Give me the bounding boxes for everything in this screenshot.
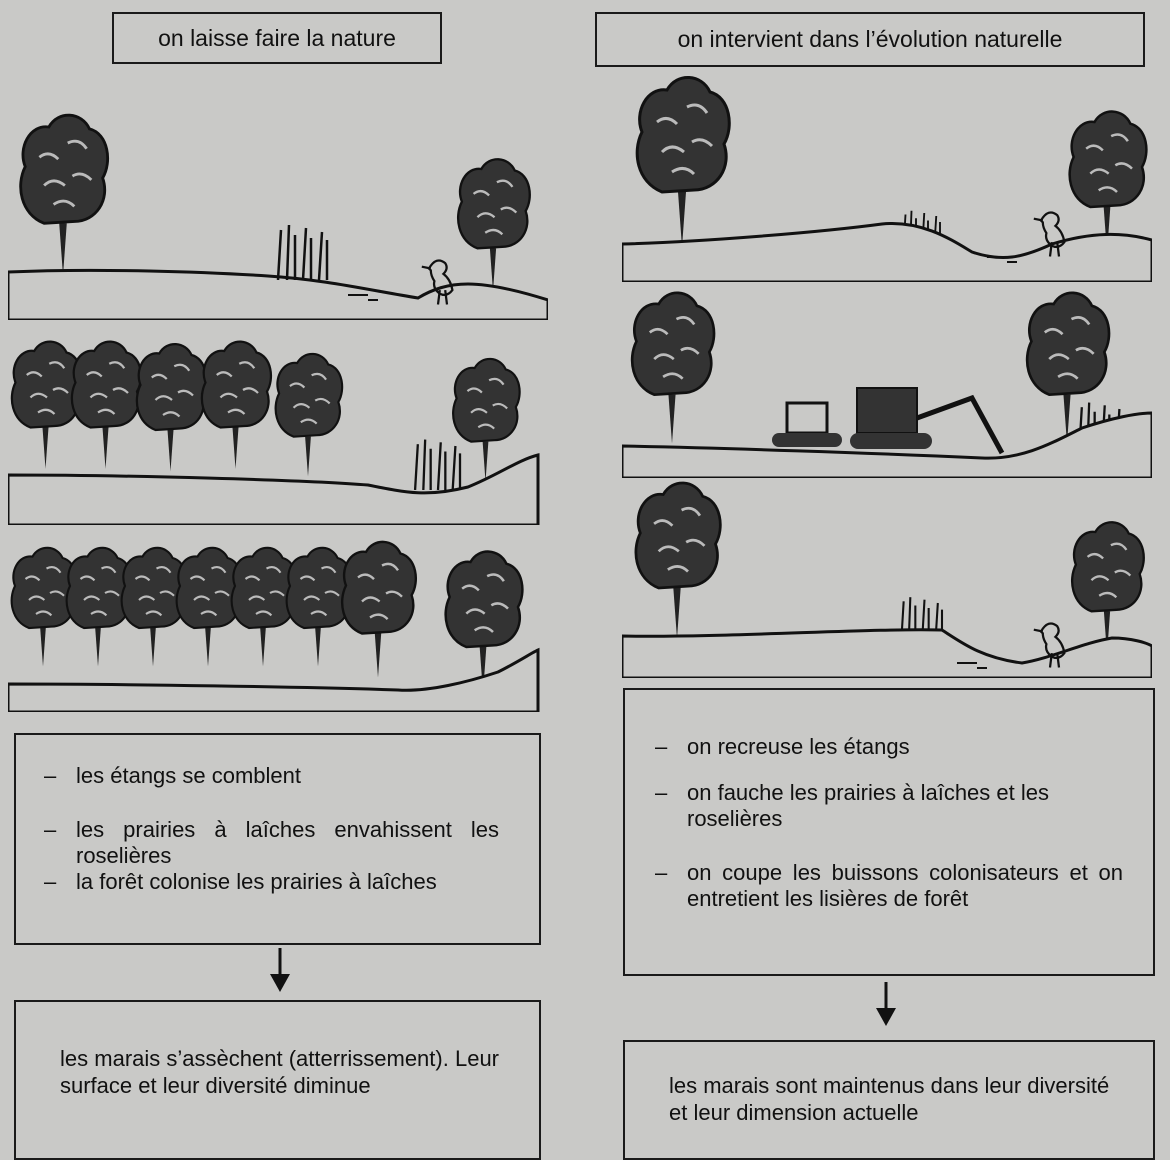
down-arrow-icon: [876, 982, 896, 1026]
excavator-icon: [850, 387, 1005, 455]
list-item: –les prairies à laîches envahissent les …: [44, 817, 499, 868]
right-actions-list: –on recreuse les étangs –on fauche les p…: [643, 734, 1123, 912]
right-result-text: les marais sont maintenus dans leur dive…: [669, 1073, 1110, 1125]
list-item: –les étangs se comblent: [44, 763, 302, 788]
scene-right-3-illustration: [622, 481, 1152, 678]
left-result-box: les marais s’assèchent (atterrissement).…: [14, 1000, 541, 1160]
left-effects-list: –les étangs se comblent –les prairies à …: [32, 763, 499, 895]
scene-right-1-illustration: [622, 75, 1152, 282]
header-right-label: on intervient dans l’évolution naturelle: [677, 26, 1063, 52]
left-effects-box: –les étangs se comblent –les prairies à …: [14, 733, 541, 945]
left-result-text: les marais s’assèchent (atterrissement).…: [60, 1046, 499, 1098]
right-actions-box: –on recreuse les étangs –on fauche les p…: [623, 688, 1155, 976]
list-item: –on recreuse les étangs: [655, 734, 910, 759]
scene-left-1-illustration: [8, 113, 548, 320]
list-item: –on fauche les prairies à laîches et les…: [655, 780, 1049, 831]
tractor-icon: [772, 401, 842, 447]
header-right-box: on intervient dans l’évolution naturelle: [595, 12, 1145, 67]
scene-right-2-illustration: [622, 291, 1152, 478]
list-item: –la forêt colonise les prairies à laîche…: [44, 869, 437, 894]
header-left-box: on laisse faire la nature: [112, 12, 442, 64]
list-item: –on coupe les buissons colonisateurs et …: [655, 860, 1123, 911]
scene-left-3-illustration: [8, 540, 540, 712]
scene-left-2-illustration: [8, 340, 540, 525]
down-arrow-icon: [270, 948, 290, 992]
header-left-label: on laisse faire la nature: [158, 24, 396, 51]
right-result-box: les marais sont maintenus dans leur dive…: [623, 1040, 1155, 1160]
